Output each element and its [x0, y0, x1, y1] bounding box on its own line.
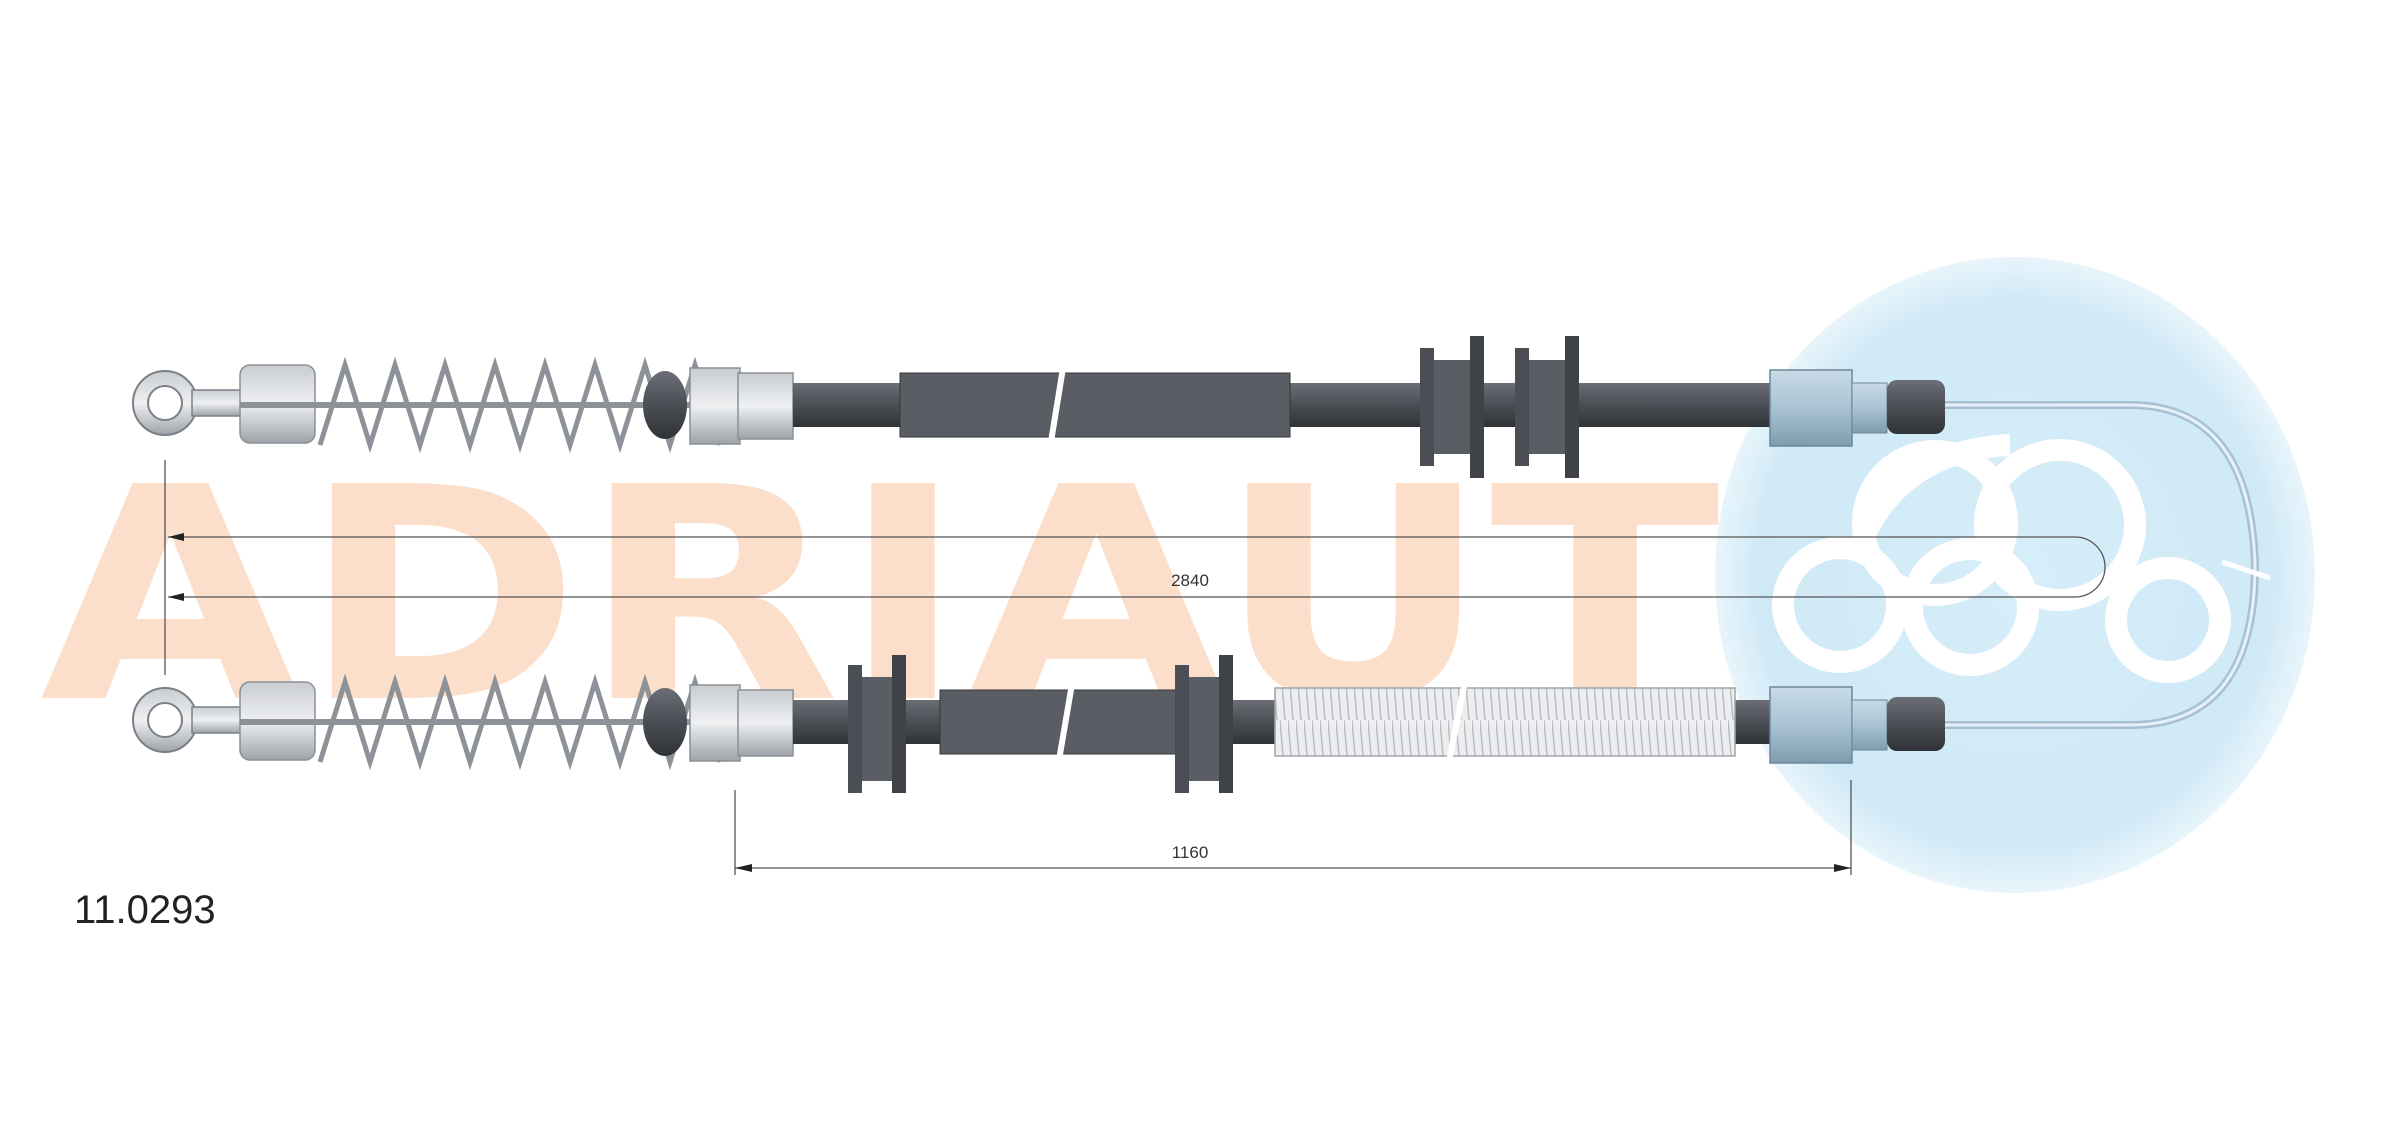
dimension-overall-length: [164, 460, 2106, 675]
part-number: 11.0293: [74, 888, 216, 932]
upper-cable: [132, 336, 1945, 478]
lower-coiled-section: [1274, 687, 1736, 757]
watermark-logo: [1715, 257, 2315, 893]
dimension-section-length: [734, 780, 1852, 875]
lower-grommet-2: [1175, 655, 1233, 793]
lower-spring: [239, 673, 723, 771]
upper-eye-terminal: [132, 370, 243, 436]
upper-end-fitting: [1769, 369, 1945, 447]
lower-eye-terminal: [132, 687, 243, 753]
upper-collar: [643, 367, 794, 445]
dimension-overall-length-label: 2840: [1171, 571, 1209, 590]
dimension-section-length-label: 1160: [1172, 843, 1209, 862]
upper-grommet-2: [1515, 336, 1579, 478]
upper-sleeve: [899, 372, 1291, 438]
upper-grommet-1: [1420, 336, 1484, 478]
lower-cable: [132, 655, 1945, 793]
lower-grommet-1: [848, 655, 906, 793]
lower-collar: [643, 684, 794, 762]
watermark-rings: [1772, 434, 2231, 683]
lower-end-fitting: [1769, 686, 1945, 764]
upper-spring: [239, 356, 723, 454]
